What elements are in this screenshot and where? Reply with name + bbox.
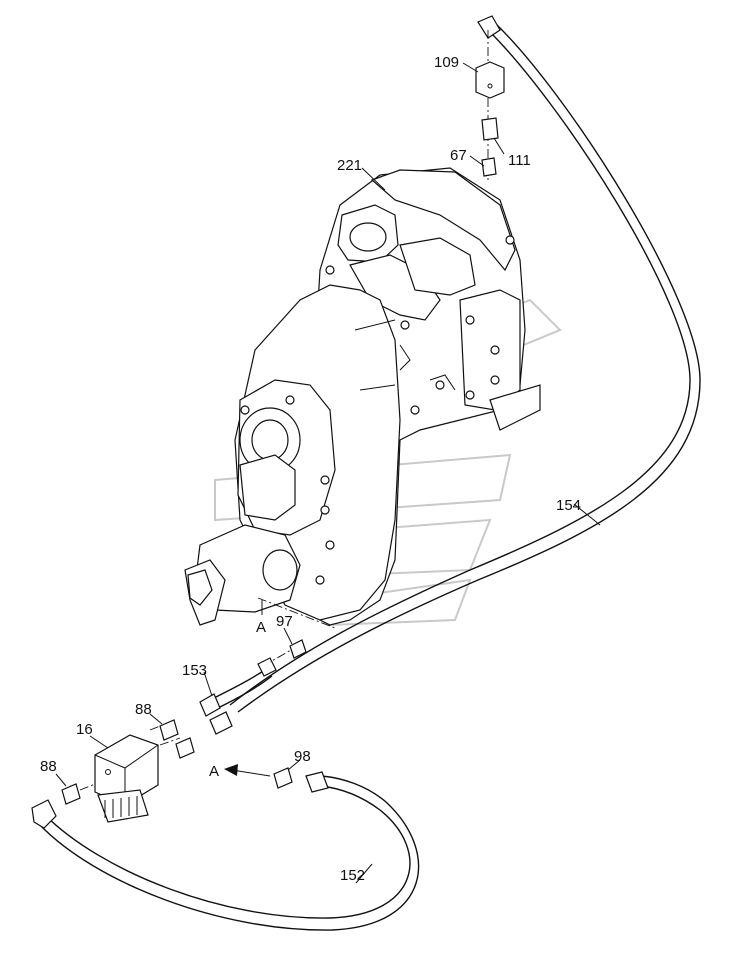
callout-labels: 109 111 67 221 154 A 97 153 88 16 88 98 … [40, 54, 581, 884]
callout-88-lower: 88 [40, 758, 57, 775]
callout-111: 111 [508, 152, 531, 169]
fittings [61, 61, 505, 805]
callout-16: 16 [76, 721, 93, 738]
callout-88-upper: 88 [135, 701, 152, 718]
hose-154 [229, 15, 701, 713]
callout-221: 221 [337, 157, 362, 174]
callout-152: 152 [340, 867, 365, 884]
callout-98: 98 [294, 748, 311, 765]
callout-154: 154 [556, 497, 581, 514]
view-arrow-a [224, 764, 271, 777]
callout-67: 67 [450, 147, 467, 164]
callout-a-upper: A [256, 619, 266, 636]
callout-109: 109 [434, 54, 459, 71]
leader-lines [55, 62, 601, 884]
valve-block-16 [94, 734, 159, 823]
hose-153 [199, 657, 277, 735]
hose-152 [31, 771, 420, 931]
callout-153: 153 [182, 662, 207, 679]
callout-a-arrow: A [209, 763, 219, 780]
callout-97: 97 [276, 613, 293, 630]
transmission-assembly [184, 167, 541, 626]
